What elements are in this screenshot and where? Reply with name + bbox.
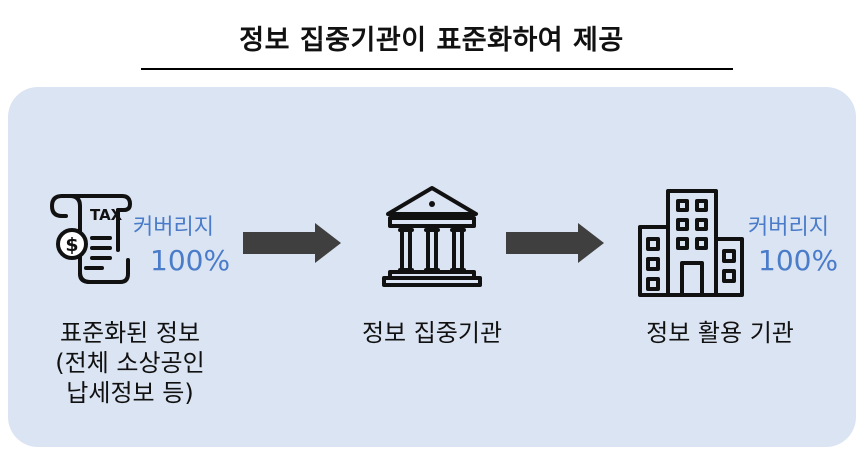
bank-building-icon <box>382 186 482 287</box>
node-label-line: 납세정보 등) <box>66 379 194 407</box>
diagram-title: 정보 집중기관이 표준화하여 제공 <box>239 25 624 56</box>
node-label: 정보 활용 기관 <box>620 318 820 348</box>
svg-text:TAX: TAX <box>90 206 123 224</box>
coverage-value: 100% <box>758 244 839 277</box>
node-label-line: 정보 집중기관 <box>361 319 503 347</box>
flow-arrow <box>243 223 341 263</box>
svg-text:$: $ <box>65 234 78 256</box>
node-label-line: (전체 소상공인 <box>55 349 205 377</box>
coverage-value: 100% <box>150 244 231 277</box>
node-label-line: 정보 활용 기관 <box>646 319 794 347</box>
node-label: 정보 집중기관 <box>332 318 532 348</box>
flow-arrow <box>506 223 604 263</box>
office-building-icon <box>638 189 744 297</box>
coverage-caption: 커버리지 <box>133 215 214 240</box>
tax-document-icon: TAX $ <box>50 194 132 284</box>
coverage-caption: 커버리지 <box>748 215 829 240</box>
node-label: 표준화된 정보 (전체 소상공인 납세정보 등) <box>30 318 230 408</box>
title-underline <box>141 68 733 70</box>
node-label-line: 표준화된 정보 <box>59 319 201 347</box>
